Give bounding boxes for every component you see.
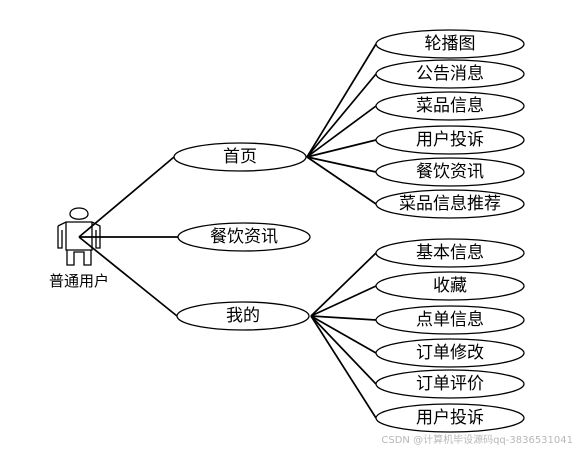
branch-line — [310, 285, 377, 317]
use-case-primary-label: 我的 — [226, 306, 260, 326]
use-case-child: 订单修改 — [375, 338, 525, 368]
use-case-child-ellipse — [375, 29, 525, 59]
actor-to-use-case-line — [78, 236, 178, 317]
use-case-child: 菜品信息推荐 — [375, 189, 525, 219]
branch-line — [306, 73, 377, 158]
use-case-child-label: 公告消息 — [416, 64, 484, 84]
branch-line — [306, 43, 377, 158]
use-case-child-label: 用户投诉 — [416, 130, 484, 150]
use-case-child-label: 餐饮资讯 — [416, 162, 484, 182]
use-case-child-ellipse — [375, 189, 525, 219]
use-case-child-ellipse — [375, 369, 525, 399]
use-case-child: 餐饮资讯 — [375, 157, 525, 187]
use-case-child: 菜品信息 — [375, 91, 525, 121]
branch-line — [306, 156, 377, 205]
use-case-child-ellipse — [375, 125, 525, 155]
use-case-child-label: 基本信息 — [416, 243, 484, 263]
use-case-child-label: 订单修改 — [416, 343, 484, 363]
use-case-child-ellipse — [375, 157, 525, 187]
use-case-child-label: 点单信息 — [416, 310, 484, 330]
use-case-primary-ellipse — [177, 222, 311, 252]
use-case-child-ellipse — [375, 271, 525, 301]
use-case-primary-ellipse — [176, 301, 310, 331]
branch-line — [310, 252, 377, 317]
use-case-child-ellipse — [375, 338, 525, 368]
use-case-primary: 餐饮资讯 — [177, 222, 311, 252]
connector-lines — [78, 43, 377, 419]
watermark: CSDN @计算机毕设源码qq-3836531041 — [381, 433, 573, 446]
actor-to-use-case-line — [78, 156, 175, 238]
use-case-child-label: 收藏 — [433, 276, 467, 296]
use-case-child-ellipse — [375, 59, 525, 89]
use-case-child: 订单评价 — [375, 369, 525, 399]
use-case-primary: 首页 — [173, 142, 307, 172]
use-case-primary-label: 首页 — [223, 147, 257, 167]
use-case-child: 公告消息 — [375, 59, 525, 89]
actor-label: 普通用户 — [49, 272, 109, 290]
use-case-child-ellipse — [375, 403, 525, 433]
use-case-child-label: 用户投诉 — [416, 408, 484, 428]
actor: 普通用户 — [49, 207, 109, 290]
use-case-child-ellipse — [375, 305, 525, 335]
branch-line — [306, 156, 377, 173]
use-case-child: 收藏 — [375, 271, 525, 301]
use-case-child: 点单信息 — [375, 305, 525, 335]
use-case-child: 用户投诉 — [375, 125, 525, 155]
use-case-nodes: 首页轮播图公告消息菜品信息用户投诉餐饮资讯菜品信息推荐餐饮资讯我的基本信息收藏点… — [173, 29, 525, 433]
branch-line — [310, 315, 377, 385]
use-case-child-label: 菜品信息 — [416, 96, 484, 116]
use-case-child-label: 订单评价 — [416, 374, 484, 394]
branch-line — [306, 105, 377, 158]
use-case-child-ellipse — [375, 91, 525, 121]
branch-line — [310, 315, 377, 354]
branch-line — [310, 315, 377, 419]
use-case-child-ellipse — [375, 238, 525, 268]
use-case-child: 用户投诉 — [375, 403, 525, 433]
branch-line — [310, 315, 377, 321]
use-case-child: 基本信息 — [375, 238, 525, 268]
use-case-child-label: 轮播图 — [425, 34, 476, 54]
branch-line — [306, 139, 377, 158]
use-case-primary-label: 餐饮资讯 — [210, 227, 278, 247]
use-case-child: 轮播图 — [375, 29, 525, 59]
use-case-primary-ellipse — [173, 142, 307, 172]
use-case-primary: 我的 — [176, 301, 310, 331]
actor-person-icon — [57, 207, 101, 266]
use-case-child-label: 菜品信息推荐 — [399, 194, 501, 214]
